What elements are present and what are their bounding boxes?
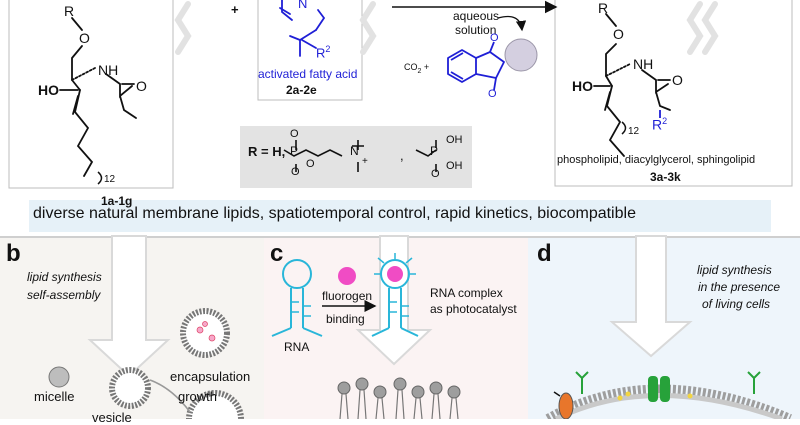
reactant2-R-sup: 2: [325, 44, 331, 54]
product-label: 3a-3k: [650, 170, 681, 184]
product-O: O: [613, 26, 624, 42]
r-group-O2: O: [306, 158, 315, 170]
panel-b-letter: b: [6, 240, 21, 267]
byproduct-O2: O: [488, 88, 497, 100]
reactant1-O2: O: [136, 78, 147, 94]
r-group-OH2: OH: [446, 160, 463, 172]
r-group-P: P: [290, 144, 299, 158]
product-HO: HO: [572, 78, 593, 94]
r-group-OH1: OH: [446, 134, 463, 146]
co2-sub: 2: [417, 67, 422, 75]
r-group-P2: P: [430, 144, 439, 158]
panel-c-complex-line1: RNA complex: [430, 286, 503, 300]
reactant1-label: 1a-1g: [101, 194, 133, 208]
panel-c-letter: c: [270, 240, 284, 267]
reactant1-HO: HO: [38, 82, 59, 98]
arrow-condition-line1: aqueous: [453, 9, 500, 23]
zigzag-separators: [174, 1, 719, 55]
panel-d-line2: in the presence: [698, 280, 781, 294]
product-NH: NH: [633, 56, 654, 72]
reactant-1-structure: [59, 17, 137, 177]
panel-c-binding: binding: [326, 312, 365, 326]
reactant2-N: N: [298, 0, 308, 11]
banner-background: [29, 200, 771, 232]
reactant2-R: R: [316, 45, 326, 61]
r-group-comma: ,: [400, 148, 404, 163]
panel-c-rna: RNA: [284, 340, 310, 354]
r-group-O4: O: [431, 168, 440, 180]
reactant1-O: O: [79, 30, 90, 46]
panel-b-growth: growth: [178, 389, 218, 404]
reactant2-label: 2a-2e: [286, 83, 317, 97]
banner-text: diverse natural membrane lipids, spatiot…: [33, 205, 636, 222]
product-subscript: 12: [628, 126, 640, 137]
r-group-plus: +: [362, 156, 368, 167]
panel-d-letter: d: [537, 240, 552, 267]
r-group-N: N: [350, 144, 359, 158]
byproduct-structure: [447, 41, 505, 91]
panel-b-micelle: micelle: [34, 389, 75, 404]
product-R2-letter: R: [652, 116, 663, 133]
reactant1-R: R: [64, 3, 75, 19]
reactant1-NH: NH: [98, 62, 119, 78]
panel-d-line1: lipid synthesis: [697, 263, 772, 277]
product-R2: R2: [652, 116, 667, 133]
panel-b-vesicle: vesicle: [92, 410, 132, 425]
product-caption: phospholipid, diacylglycerol, sphingolip…: [557, 154, 756, 166]
panel-b-title-line1: lipid synthesis: [27, 270, 102, 284]
panel-d-line3: of living cells: [702, 297, 771, 311]
panel-b-title-line2: self-assembly: [27, 288, 101, 302]
product-R2-sup: 2: [662, 116, 668, 126]
panel-b-encapsulation: encapsulation: [170, 369, 251, 384]
plus-sign: +: [231, 2, 239, 17]
r-group-O1: O: [291, 166, 300, 178]
byproduct-co2: CO2 +: [404, 62, 429, 75]
reactant2-R2: R2: [316, 44, 330, 60]
reactant2-caption: activated fatty acid: [258, 67, 358, 81]
r-group-O-minus: O: [290, 128, 299, 140]
panel-arrows: [87, 235, 693, 378]
r-group-prefix: R = H,: [248, 144, 286, 159]
r-group-box: [240, 126, 472, 188]
panel-b-drawings: [48, 308, 244, 419]
reactant1-subscript: 12: [104, 174, 116, 185]
side-arrow: [497, 15, 527, 32]
arrow-condition-line2: solution: [455, 23, 497, 37]
panel-c-fluorogen: fluorogen: [322, 289, 373, 303]
panel-d-drawings: [545, 371, 792, 419]
panel-c-drawings: [271, 253, 461, 419]
product-O2: O: [672, 72, 683, 88]
product-structure: [593, 13, 671, 157]
byproduct-plus: +: [423, 62, 430, 72]
product-R: R: [598, 0, 609, 16]
reactant-2-structure: [279, 0, 326, 57]
r-group-structures: [283, 140, 437, 172]
byproduct-O1: O: [490, 32, 499, 44]
panel-c-complex-line2: as photocatalyst: [430, 302, 517, 316]
bead-icon: [504, 38, 538, 72]
co2-text: CO: [404, 62, 418, 72]
